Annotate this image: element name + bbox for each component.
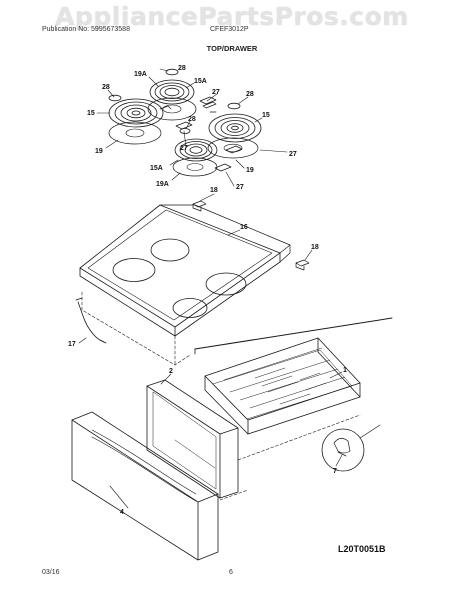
- callout-27-right: 27: [289, 151, 297, 158]
- surface-element-left: [108, 98, 164, 145]
- leader-lines: [78, 68, 343, 509]
- cooktop-main-top: [79, 204, 291, 337]
- publication-number: Publication No: 5995673588: [42, 26, 130, 33]
- callout-28-top: 28: [178, 65, 186, 72]
- section-title: TOP/DRAWER: [206, 44, 258, 53]
- callout-2: 2: [169, 368, 173, 375]
- model-number: CFEF3012P: [210, 26, 249, 33]
- surface-element-right: [207, 113, 262, 159]
- callout-15-right: 15: [262, 112, 270, 119]
- callout-18-top: 18: [210, 187, 218, 194]
- callout-1: 1: [343, 367, 347, 374]
- callout-labels: 28 19A 15A 27 28 28 15 15 28 19 27 15A 1…: [68, 65, 347, 516]
- page-number: 6: [229, 569, 233, 576]
- watermark-text: AppliancePartsPros.com: [55, 2, 409, 31]
- knob-caps: [108, 68, 241, 134]
- callout-18-right: 18: [311, 244, 319, 251]
- drawer-front-panel: [71, 411, 219, 561]
- surface-element-top: [147, 79, 197, 121]
- callout-19a-top: 19A: [134, 71, 147, 78]
- drawer-frame: [146, 379, 239, 499]
- burner-opening-front-right: [172, 298, 208, 318]
- burner-opening-rear-right: [205, 272, 247, 296]
- callout-27-middle: 27: [180, 145, 188, 152]
- receptacles: [159, 96, 243, 172]
- footer-date: 03/16: [42, 569, 60, 576]
- mounting-brackets: [192, 200, 310, 271]
- callout-19-right: 19: [246, 167, 254, 174]
- callout-15a-middle: 15A: [150, 165, 163, 172]
- burner-opening-front-left: [112, 258, 156, 282]
- callout-7: 7: [333, 468, 337, 475]
- burner-opening-rear-left: [150, 238, 190, 262]
- callout-27-top: 27: [212, 89, 220, 96]
- detail-circle: [321, 424, 381, 472]
- callout-19a-bottom: 19A: [156, 181, 169, 188]
- surface-elements-group: [108, 68, 262, 177]
- callout-4: 4: [120, 509, 124, 516]
- drawer-body: [204, 337, 361, 435]
- callout-27-bottom: 27: [236, 184, 244, 191]
- callout-28-middle: 28: [188, 116, 196, 123]
- callout-19-left: 19: [95, 148, 103, 155]
- callout-15a-top: 15A: [194, 78, 207, 85]
- wire-harness: [75, 297, 107, 344]
- callout-15-left: 15: [87, 110, 95, 117]
- callout-16: 16: [240, 224, 248, 231]
- callout-28-left: 28: [102, 84, 110, 91]
- diagram-code: L20T0051B: [338, 544, 386, 554]
- callout-17: 17: [68, 341, 76, 348]
- callout-28-right: 28: [246, 91, 254, 98]
